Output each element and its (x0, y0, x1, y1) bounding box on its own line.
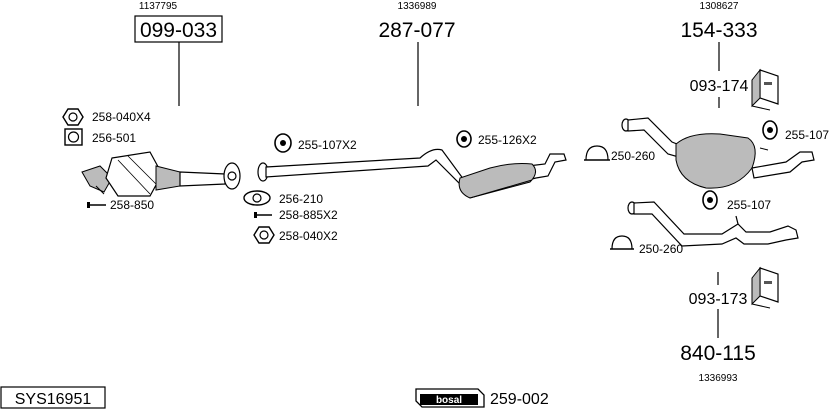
hanger-bottom-label: 255-107 (727, 198, 771, 212)
rubber-hanger-icon (456, 130, 472, 148)
nut-4-label: 258-040X4 (92, 110, 151, 124)
hanger-mid-label: 255-126X2 (478, 133, 537, 147)
pipe-clamp-icon (584, 145, 610, 161)
bosal-logo-text: bosal (436, 395, 462, 406)
bolt-mid-label: 258-885X2 (279, 208, 338, 222)
pipe-clamp-icon (610, 235, 634, 250)
hex-nut-icon (253, 226, 275, 244)
rubber-hanger-icon (274, 133, 292, 153)
hanger-front-label: 255-107X2 (298, 138, 357, 152)
rear-bottom-part-number[interactable]: 840-115 (680, 342, 756, 365)
rubber-hanger-icon (762, 120, 778, 140)
bolt-icon (254, 212, 272, 218)
mount-bottom-label[interactable]: 093-173 (689, 291, 748, 308)
front-pipe-part-number[interactable]: 287-077 (378, 19, 455, 42)
clamp-top-label: 250-260 (611, 149, 655, 163)
mounting-kit-icon (751, 266, 779, 309)
catalyst-part-box (134, 15, 223, 43)
catalyst-oem-number: 1137795 (139, 1, 178, 12)
system-code: SYS16951 (15, 391, 92, 408)
clamp-bottom-label: 250-260 (639, 242, 683, 256)
bolt-cat-label: 258-850 (110, 198, 154, 212)
catalyst-part-drawing (81, 151, 241, 197)
rear-top-part-number[interactable]: 154-333 (680, 19, 757, 42)
nut-mid-label: 258-040X2 (279, 229, 338, 243)
gasket-icon (64, 128, 83, 146)
front-pipe-oem-number: 1336989 (398, 1, 437, 12)
bolt-icon (87, 202, 106, 208)
bosal-logo: bosal (415, 388, 485, 408)
gasket-cat-label: 256-501 (92, 131, 136, 145)
hex-nut-icon (62, 108, 84, 126)
gasket-mid-label: 256-210 (279, 192, 323, 206)
rubber-hanger-icon (702, 190, 718, 210)
rear-top-oem-number: 1308627 (700, 1, 739, 12)
brand-part-number[interactable]: 259-002 (490, 391, 549, 408)
rear-pipe-bottom-drawing (627, 201, 799, 247)
mounting-kit-icon (751, 68, 779, 111)
mount-top-label[interactable]: 093-174 (690, 78, 749, 95)
system-code-box (0, 386, 106, 409)
front-pipe-part-drawing (257, 148, 567, 199)
hanger-top-label: 255-107 (785, 128, 829, 142)
rear-silencer-top-drawing (621, 117, 815, 189)
rear-bottom-oem-number: 1336993 (699, 373, 738, 384)
catalyst-part-number[interactable]: 099-033 (140, 19, 217, 42)
flange-gasket-icon (243, 190, 271, 206)
